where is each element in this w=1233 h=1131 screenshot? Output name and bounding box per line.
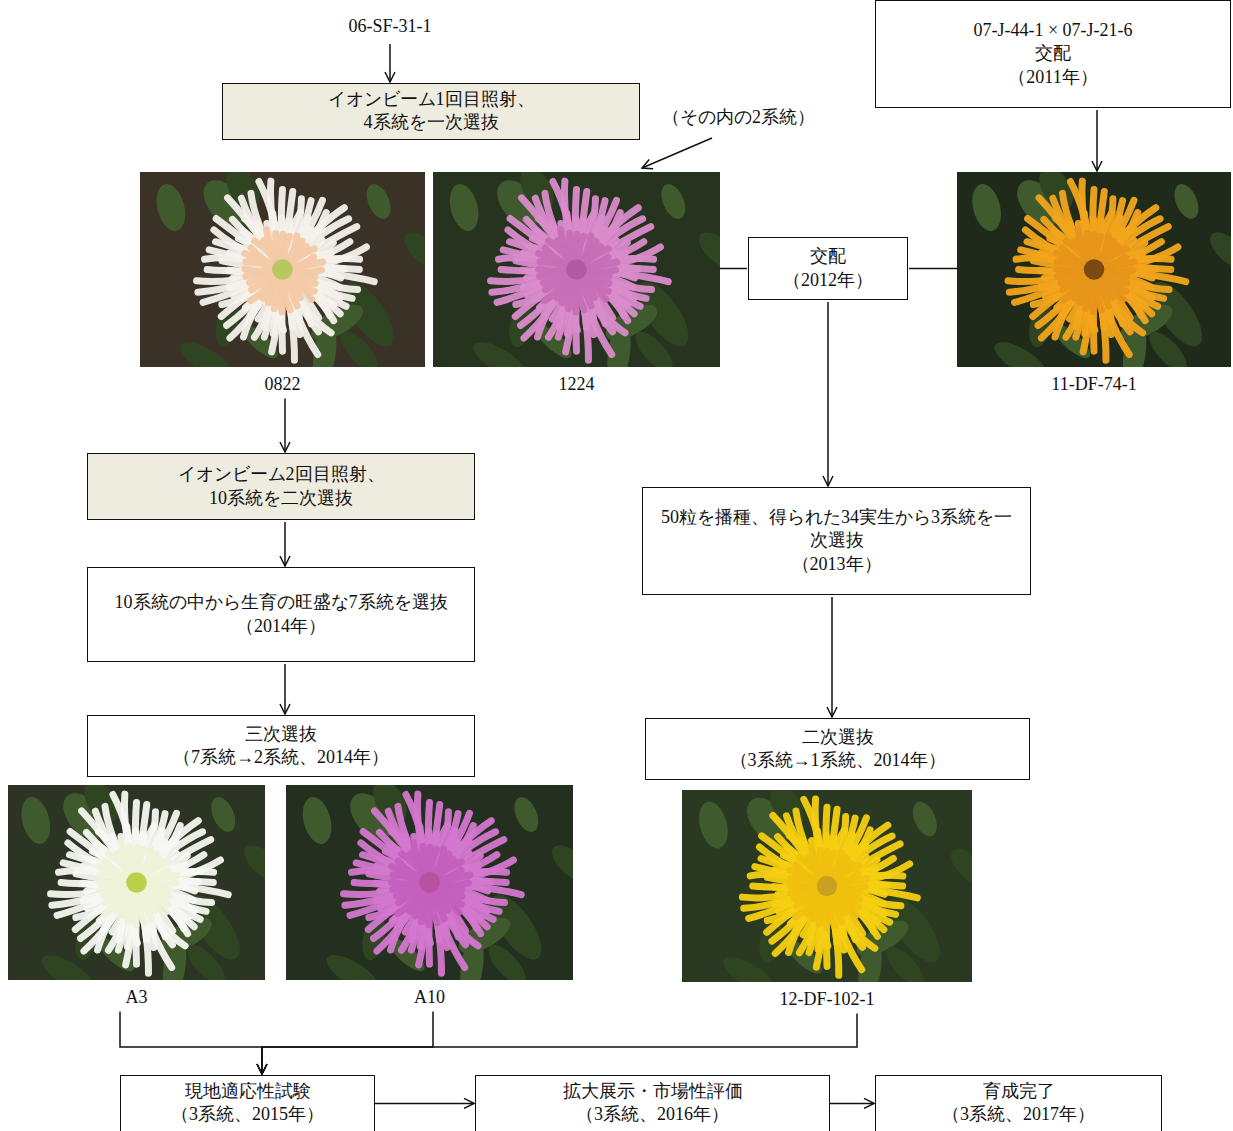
box-text: （2012年） xyxy=(783,269,873,292)
photo-node: 0822 xyxy=(140,172,425,396)
process-box: 交配（2012年） xyxy=(748,237,908,300)
flower-photo xyxy=(682,790,972,982)
photo-node: A3 xyxy=(8,785,265,1009)
photo-node: 1224 xyxy=(433,172,720,396)
photo-caption: A3 xyxy=(126,986,148,1009)
flow-connector xyxy=(375,1103,474,1105)
box-text: 50粒を播種、得られた34実生から3系統を一次選抜 xyxy=(653,506,1020,553)
box-text: 拡大展示・市場性評価 xyxy=(563,1080,743,1103)
flow-connector xyxy=(262,1011,433,1074)
note-label: （その内の2系統） xyxy=(662,106,815,129)
process-box: イオンビーム1回目照射、4系統を一次選抜 xyxy=(222,83,640,140)
box-text: （2011年） xyxy=(1008,66,1097,89)
box-text: 二次選抜 xyxy=(802,726,874,749)
flow-connector xyxy=(827,302,829,486)
flower-photo xyxy=(286,785,573,980)
flow-connector xyxy=(262,1013,857,1074)
box-text: 三次選抜 xyxy=(245,723,317,746)
flow-connector xyxy=(284,398,286,452)
process-box: 育成完了（3系統、2017年） xyxy=(875,1075,1162,1131)
box-text: （3系統、2016年） xyxy=(576,1103,729,1126)
process-box: 三次選抜（7系統→2系統、2014年） xyxy=(87,715,475,777)
process-box: 現地適応性試験（3系統、2015年） xyxy=(120,1075,375,1131)
box-text: イオンビーム2回目照射、 xyxy=(178,463,385,486)
flow-connector xyxy=(120,1011,262,1074)
process-box: 10系統の中から生育の旺盛な7系統を選抜（2014年） xyxy=(87,567,475,662)
box-text: 4系統を一次選抜 xyxy=(364,111,499,134)
box-text: イオンビーム1回目照射、 xyxy=(328,88,535,111)
photo-caption: 1224 xyxy=(559,373,595,396)
box-text: 交配 xyxy=(810,245,846,268)
box-text: （3系統、2015年） xyxy=(171,1103,324,1126)
flower-photo xyxy=(8,785,265,980)
flower-photo xyxy=(140,172,425,367)
process-box: 拡大展示・市場性評価（3系統、2016年） xyxy=(475,1075,830,1131)
photo-caption: 12-DF-102-1 xyxy=(780,988,875,1011)
flow-connector xyxy=(1096,110,1098,171)
box-text: 現地適応性試験 xyxy=(185,1080,311,1103)
flow-connector xyxy=(284,664,286,714)
process-box: イオンビーム2回目照射、10系統を二次選抜 xyxy=(87,453,475,520)
photo-caption: 0822 xyxy=(265,373,301,396)
process-box: 50粒を播種、得られた34実生から3系統を一次選抜（2013年） xyxy=(642,487,1031,595)
box-text: （2014年） xyxy=(236,615,326,638)
box-text: 10系統の中から生育の旺盛な7系統を選抜 xyxy=(115,591,448,614)
process-box: 07-J-44-1 × 07-J-21-6交配（2011年） xyxy=(875,0,1231,108)
flower-photo xyxy=(433,172,720,367)
box-text: （3系統→1系統、2014年） xyxy=(730,749,946,772)
flow-connector xyxy=(909,268,957,270)
box-text: 育成完了 xyxy=(983,1080,1055,1103)
process-box: 二次選抜（3系統→1系統、2014年） xyxy=(645,718,1030,780)
photo-caption: A10 xyxy=(414,986,445,1009)
box-text: （7系統→2系統、2014年） xyxy=(173,746,389,769)
flow-connector xyxy=(720,268,747,270)
flower-photo xyxy=(957,172,1231,367)
photo-node: 12-DF-102-1 xyxy=(682,790,972,1011)
leader-line xyxy=(642,138,712,168)
flow-connector xyxy=(389,44,391,82)
flow-connector xyxy=(284,522,286,566)
photo-caption: 11-DF-74-1 xyxy=(1051,373,1136,396)
box-text: 交配 xyxy=(1035,42,1071,65)
start-text: 06-SF-31-1 xyxy=(330,12,450,42)
box-text: （3系統、2017年） xyxy=(942,1103,1095,1126)
box-text: 10系統を二次選抜 xyxy=(209,487,353,510)
photo-node: A10 xyxy=(286,785,573,1009)
box-text: 07-J-44-1 × 07-J-21-6 xyxy=(973,19,1132,42)
flow-connector xyxy=(831,597,833,717)
flow-connector xyxy=(830,1103,874,1105)
photo-node: 11-DF-74-1 xyxy=(957,172,1231,396)
box-text: （2013年） xyxy=(792,553,882,576)
box-text: 06-SF-31-1 xyxy=(348,15,431,38)
